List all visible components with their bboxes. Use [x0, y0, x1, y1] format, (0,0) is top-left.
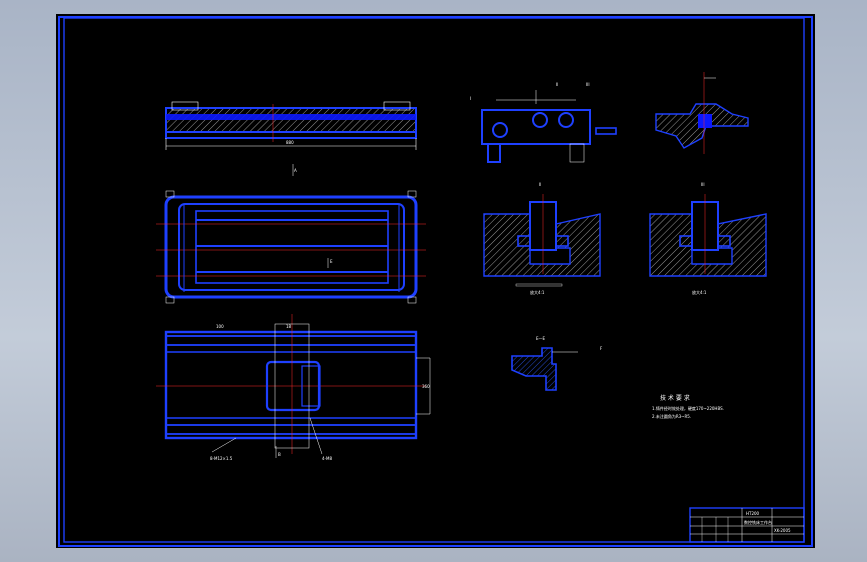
detail-3-title: III — [701, 182, 705, 187]
hole-spec-2-label: 4-M8 — [322, 456, 332, 461]
detail-2-section: 放大4:1 II — [483, 182, 601, 295]
tech-notes-heading: 技 术 要 求 — [660, 394, 690, 402]
bottom-view: 360 100 18 8-M12×1.5 4-M8 B — [156, 314, 431, 461]
view-e-label: E — [330, 259, 333, 264]
tech-notes-line-1: 1.铸件经时效处理，硬度170~220HBS. — [652, 405, 724, 411]
technical-notes: 技 术 要 求 1.铸件经时效处理，硬度170~220HBS. 2.未注圆角为R… — [652, 394, 724, 419]
side-section: I II III — [470, 82, 617, 163]
detail-1-label: I — [470, 96, 471, 101]
detail-2-title: II — [539, 182, 541, 187]
slot-width-dim: 18 — [286, 324, 292, 329]
scale-1-label: 放大4:1 — [530, 289, 545, 295]
table-width-dim: 360 — [422, 384, 430, 389]
title-material: HT200 — [746, 511, 760, 516]
section-arrow-label: F — [600, 346, 603, 351]
title-drawing-number: XK-2005 — [774, 528, 791, 533]
detail-3-section: 放大4:1 III — [649, 182, 767, 295]
view-a-label: A — [294, 168, 297, 173]
view-b-label: B — [278, 452, 281, 457]
section-ee: E—E F — [511, 336, 603, 391]
outer-border — [58, 16, 813, 547]
title-drawing-name: 数控铣床工作台 — [744, 519, 772, 525]
tech-notes-line-2: 2.未注圆角为R3~R5. — [652, 413, 691, 419]
top-view: E — [156, 190, 426, 304]
overall-length-dim: 880 — [286, 140, 294, 145]
scale-2-label: 放大4:1 — [692, 289, 707, 295]
cad-viewport[interactable]: 880 A E 360 100 18 — [56, 14, 815, 548]
section-ee-label: E—E — [536, 336, 546, 341]
inner-border — [63, 17, 805, 543]
slot-pitch-dim: 100 — [216, 324, 224, 329]
hole-spec-label: 8-M12×1.5 — [210, 456, 233, 461]
title-block: HT200 数控铣床工作台 XK-2005 — [689, 507, 805, 543]
engineering-drawing: 880 A E 360 100 18 — [58, 16, 813, 547]
front-view: 880 A — [165, 101, 417, 176]
detail-2-label: II — [556, 82, 558, 87]
detail-top-right — [655, 72, 749, 154]
detail-3-label: III — [586, 82, 590, 87]
